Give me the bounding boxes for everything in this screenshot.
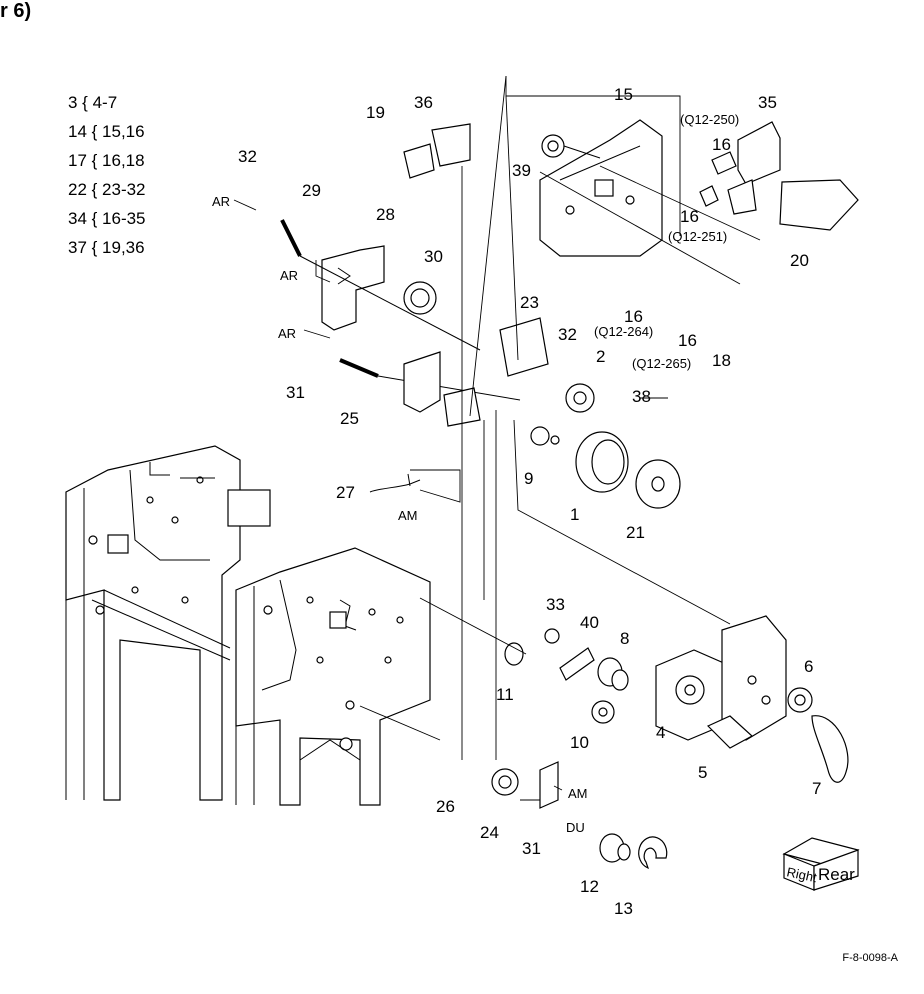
callout: 20 [790, 251, 809, 270]
gear-1 [575, 431, 629, 493]
reference-label: (Q12-251) [668, 229, 727, 244]
gear-39 [541, 134, 601, 159]
gear-8 [597, 657, 629, 691]
connector-label: DU [566, 820, 585, 835]
reference-label: (Q12-265) [632, 356, 691, 371]
reference-label: (Q12-250) [680, 112, 739, 127]
gear-10 [591, 700, 615, 724]
callout: 23 [520, 293, 539, 312]
legend-row: 34 { 16-35 [68, 209, 146, 228]
parts-legend: 3 { 4-7 14 { 15,16 17 { 16,18 22 { 23-32… [68, 88, 146, 262]
washer-33 [544, 628, 560, 644]
callout: 32 [558, 325, 577, 344]
legend-row: 17 { 16,18 [68, 151, 145, 170]
bracket-frame-22 [403, 351, 481, 427]
plate-5 [706, 715, 754, 749]
connector-label: AM [568, 786, 588, 801]
reference-labels: (Q12-250) (Q12-251) (Q12-264) (Q12-265) [594, 112, 739, 371]
callout: 21 [626, 523, 645, 542]
left-frame [65, 445, 271, 801]
callout: 6 [804, 657, 813, 676]
bracket-23 [499, 317, 549, 377]
arm-40 [559, 647, 595, 681]
callout: 32 [238, 147, 257, 166]
callout: 1 [570, 505, 579, 524]
callout: 25 [340, 409, 359, 428]
callout: 5 [698, 763, 707, 782]
callout: 35 [758, 93, 777, 112]
orientation-cube: Right Rear [782, 837, 860, 891]
callout: 33 [546, 595, 565, 614]
callout: 27 [336, 483, 355, 502]
figure-id: F-8-0098-A [842, 952, 898, 964]
callout: 31 [522, 839, 541, 858]
callout: 38 [632, 387, 651, 406]
orientation-right-label: Right [785, 864, 818, 885]
gear-6 [787, 687, 813, 713]
callout: 16 [712, 135, 731, 154]
legend-row: 14 { 15,16 [68, 122, 145, 141]
gear-30 [403, 281, 437, 315]
motor-4 [655, 649, 727, 741]
bracket-24 [520, 761, 559, 809]
gear-26 [491, 768, 519, 796]
reference-label: (Q12-264) [594, 324, 653, 339]
bracket-28 [321, 245, 385, 331]
header-fragment: r 6) [0, 0, 32, 22]
bracket-16a [699, 151, 757, 215]
callout: 28 [376, 205, 395, 224]
callout: 2 [596, 347, 605, 366]
bracket-19 [403, 123, 471, 179]
callout: 11 [496, 685, 514, 704]
gear-11 [504, 642, 524, 666]
callout: 4 [656, 723, 665, 742]
callout: 36 [414, 93, 433, 112]
lever-27 [369, 473, 421, 493]
callout: 31 [286, 383, 305, 402]
gear-9 [530, 426, 560, 446]
callout: 16 [680, 207, 699, 226]
callout: 26 [436, 797, 455, 816]
callout: 8 [620, 629, 629, 648]
bracket-35 [737, 121, 859, 231]
callout: 18 [712, 351, 731, 370]
center-frame [235, 547, 431, 806]
callout: 24 [480, 823, 499, 842]
legend-row: 37 { 19,36 [68, 238, 145, 257]
callout: 39 [512, 161, 531, 180]
callout: 16 [678, 331, 697, 350]
gear-2 [565, 383, 595, 413]
callout: 7 [812, 779, 821, 798]
callout-labels: 1 2 4 5 6 7 8 9 10 11 12 13 15 16 16 16 … [238, 85, 821, 918]
connector-label: AR [280, 268, 298, 283]
orientation-rear-label: Rear [818, 865, 855, 884]
connector-label: AR [278, 326, 296, 341]
callout: 10 [570, 733, 589, 752]
legend-row: 3 { 4-7 [68, 93, 118, 112]
callout: 40 [580, 613, 599, 632]
alignment-lines [233, 75, 761, 791]
callout: 16 [624, 307, 643, 326]
connector-label: AR [212, 194, 230, 209]
connector-label: AM [398, 508, 418, 523]
gear-12 [599, 833, 631, 863]
callout: 12 [580, 877, 599, 896]
pulley-21 [635, 459, 681, 509]
callout: 9 [524, 469, 533, 488]
callout: 30 [424, 247, 443, 266]
legend-row: 22 { 23-32 [68, 180, 146, 199]
callout: 13 [614, 899, 633, 918]
connector-labels: AR AR AR AM AM DU [212, 194, 588, 835]
clip-13 [638, 836, 668, 870]
shaft-29 [280, 219, 481, 351]
belt-7 [811, 715, 849, 783]
callout: 15 [614, 85, 633, 104]
callout: 29 [302, 181, 321, 200]
callout: 19 [366, 103, 385, 122]
shaft-25 [339, 358, 521, 401]
